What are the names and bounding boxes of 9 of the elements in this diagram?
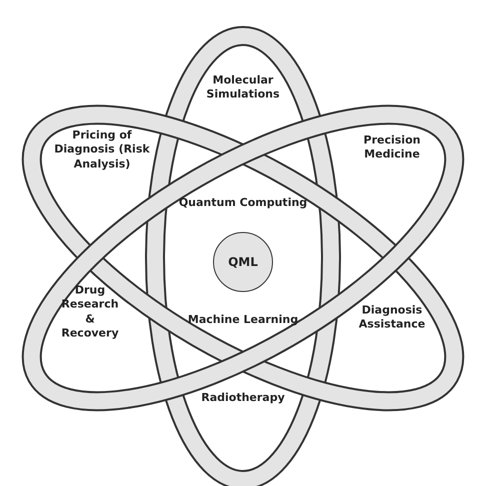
segment-label: Radiotherapy <box>188 390 298 406</box>
segment-label: Molecular Simulations <box>188 74 298 102</box>
center-label: Machine Learning <box>188 312 298 328</box>
segment-label: Precision Medicine <box>352 134 432 162</box>
segment-label: Pricing of Diagnosis (Risk Analysis) <box>52 128 152 172</box>
segment-label: Drug Research & Recovery <box>55 283 125 341</box>
segment-label: Diagnosis Assistance <box>350 304 434 332</box>
center-label: Quantum Computing <box>178 196 308 210</box>
center-circle: QML <box>213 232 273 292</box>
